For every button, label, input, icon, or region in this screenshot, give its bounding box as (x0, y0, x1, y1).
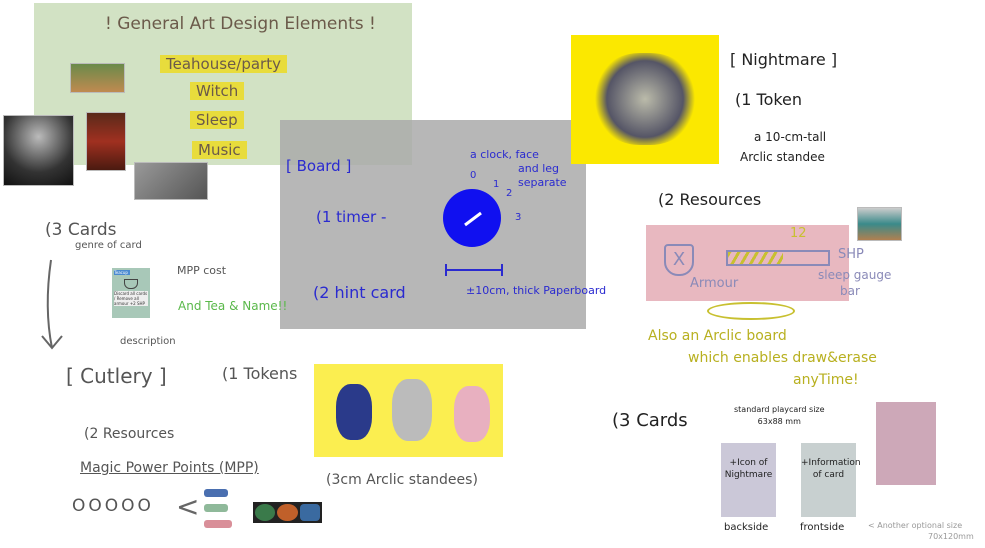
mpp-color-green (204, 504, 228, 512)
card-genre-tag: Teacup (114, 270, 130, 275)
item-music: Music (192, 141, 247, 159)
note-line: anyTime! (793, 372, 859, 388)
note-line: Arclic standee (740, 150, 825, 164)
gauge-value: 12 (790, 226, 807, 241)
note-line: Also an Arclic board (648, 328, 787, 344)
tokens-image (314, 364, 503, 457)
nightmare-title: [ Nightmare ] (730, 50, 838, 69)
clock-note: a clock, face and leg separate (470, 148, 567, 190)
gauge-label: sleep gauge bar (818, 267, 891, 299)
acrylic-oval (707, 302, 795, 320)
tea-name-note: And Tea & Name!! (178, 299, 288, 313)
optional-size-note: < Another optional size 70x120mm (868, 520, 974, 542)
item-witch: Witch (190, 82, 245, 100)
note-line: sleep gauge (818, 268, 892, 282)
item-label: Music (192, 141, 247, 159)
mpp-icons-image (253, 502, 322, 523)
left-chevron-icon: < (176, 490, 200, 523)
note-line: and leg (518, 162, 559, 175)
timer-label: (1 timer - (316, 208, 387, 226)
tick-label: 2 (506, 188, 513, 199)
item-label: Teahouse/party (160, 55, 287, 73)
tick-label: 0 (470, 170, 477, 181)
nightmare-image (571, 35, 719, 164)
nightmare-resources: (2 Resources (658, 190, 762, 209)
teahouse-image (70, 63, 125, 93)
standard-size-note: standard playcard size 63x88 mm (734, 404, 825, 428)
sleep-gauge-bar (726, 250, 830, 266)
acrylic-note: Also an Arclic board which enables draw&… (648, 325, 877, 391)
hint-card-label: (2 hint card (313, 283, 406, 302)
mpp-color-pink (204, 520, 232, 528)
armour-icon: X (664, 244, 694, 276)
mpp-color-blue (204, 489, 228, 497)
size-note: ±10cm, thick Paperboard (466, 284, 607, 297)
backside-label: backside (724, 522, 769, 533)
frontside-label: frontside (800, 522, 845, 533)
armour-label: Armour (690, 276, 739, 291)
general-art-title: ! General Art Design Elements ! (105, 14, 376, 34)
shp-label: SHP (838, 247, 864, 262)
note-line: separate (518, 176, 567, 189)
item-label: Sleep (190, 111, 244, 129)
description-label: description (120, 336, 176, 347)
item-sleep: Sleep (190, 111, 244, 129)
tick-label: 3 (515, 212, 522, 223)
note-line: a 10-cm-tall (754, 130, 827, 144)
witch-dark-image (3, 115, 74, 186)
card-description: Discard all cards / Remove all armour +2… (114, 291, 148, 306)
board-title: [ Board ] (286, 157, 352, 175)
note-line: standard playcard size (734, 405, 825, 414)
nightmare-cards: (3 Cards (612, 410, 688, 431)
cutlery-cards: (3 Cards (45, 220, 117, 240)
standees-note: (3cm Arclic standees) (326, 472, 478, 488)
token-note: a 10-cm-tall Arclic standee (740, 127, 826, 167)
note-line: a clock, face (470, 148, 539, 161)
nightmare-token: (1 Token (735, 90, 803, 109)
mpp-circles: OOOOO (72, 496, 154, 516)
down-arrow-icon (41, 259, 63, 350)
cutlery-title: [ Cutlery ] (66, 364, 167, 388)
cutlery-tokens: (1 Tokens (222, 364, 298, 383)
mpp-label: Magic Power Points (MPP) (80, 460, 259, 476)
note-line: bar (840, 284, 860, 298)
note-line: which enables draw&erase (688, 350, 877, 366)
genre-label: genre of card (75, 240, 142, 251)
note-line: 70x120mm (928, 532, 974, 541)
music-sketch-image (134, 162, 208, 200)
card-optional-size (876, 402, 936, 485)
item-teahouse: Teahouse/party (160, 55, 287, 73)
tick-label: 1 (493, 179, 500, 190)
example-card: Teacup Discard all cards / Remove all ar… (112, 268, 150, 318)
teacup-icon (124, 279, 138, 289)
clock-hand-icon (464, 211, 482, 227)
note-line: < Another optional size (868, 521, 963, 530)
bedroom-image (857, 207, 902, 241)
size-arrow-icon (445, 264, 503, 276)
mpp-cost-label: MPP cost (177, 264, 227, 277)
item-label: Witch (190, 82, 245, 100)
note-line: 63x88 mm (757, 417, 801, 426)
cutlery-resources: (2 Resources (84, 426, 175, 442)
board-panel (280, 120, 586, 329)
card-frontside: +Information of card (801, 443, 861, 517)
card-backside: +Icon of Nightmare (721, 443, 776, 517)
witch-poster-image (86, 112, 126, 171)
